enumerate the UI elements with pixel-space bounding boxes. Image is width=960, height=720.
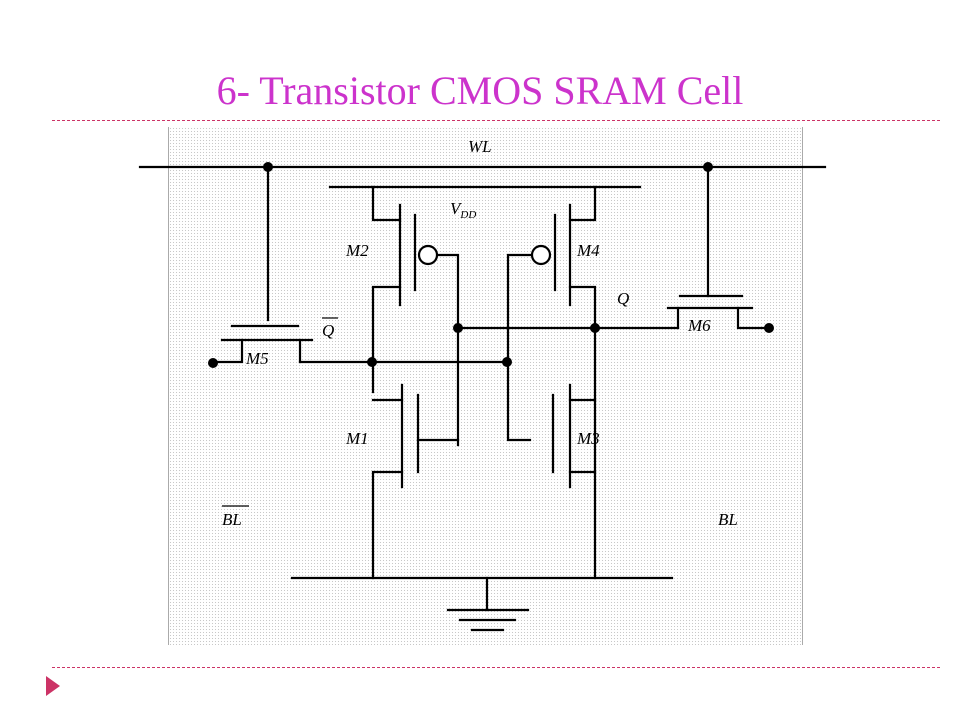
q-label: Q	[617, 289, 629, 308]
bullet-triangle-icon	[46, 676, 60, 696]
q-cross-junction	[453, 323, 463, 333]
q-junction	[590, 323, 600, 333]
bl-terminal	[764, 323, 774, 333]
supply-label: VDD	[450, 199, 476, 221]
m6-label: M6	[687, 316, 711, 335]
wl-junction-right	[703, 162, 713, 172]
schematic-panel	[168, 127, 803, 645]
q-bar-cross-junction	[502, 357, 512, 367]
slide-title: 6- Transistor CMOS SRAM Cell	[216, 68, 744, 113]
m2-inversion-bubble	[417, 244, 439, 266]
m1-source-drain-bottom	[371, 470, 404, 580]
m4-label: M4	[576, 241, 600, 260]
supply-label-subscript: DD	[459, 209, 476, 221]
m3-label: M3	[576, 429, 600, 448]
m2-label: M2	[345, 241, 369, 260]
m5-left-terminal	[213, 338, 244, 364]
title-divider	[52, 120, 940, 121]
m2-gate-wire	[436, 253, 460, 447]
m4-gate-wire	[506, 253, 534, 442]
bit-line-bar-label: BL	[222, 510, 242, 529]
m1-label: M1	[345, 429, 369, 448]
vdd-drop-m2	[371, 185, 402, 222]
q-bar-junction	[367, 357, 377, 367]
word-line-label: WL	[468, 137, 492, 156]
q-bar-label: Q	[322, 321, 334, 340]
supply-label-main: V	[450, 199, 463, 218]
m4-source-drain	[568, 285, 597, 580]
bl-bar-terminal	[208, 358, 218, 368]
wl-junction-left	[263, 162, 273, 172]
vdd-drop-m4	[568, 185, 597, 222]
m5-label: M5	[245, 349, 269, 368]
m4-inversion-bubble	[530, 244, 552, 266]
footer-divider	[52, 667, 940, 668]
m6-right-terminal	[736, 306, 770, 330]
bit-line-label: BL	[718, 510, 738, 529]
m2-source-drain	[371, 285, 402, 394]
